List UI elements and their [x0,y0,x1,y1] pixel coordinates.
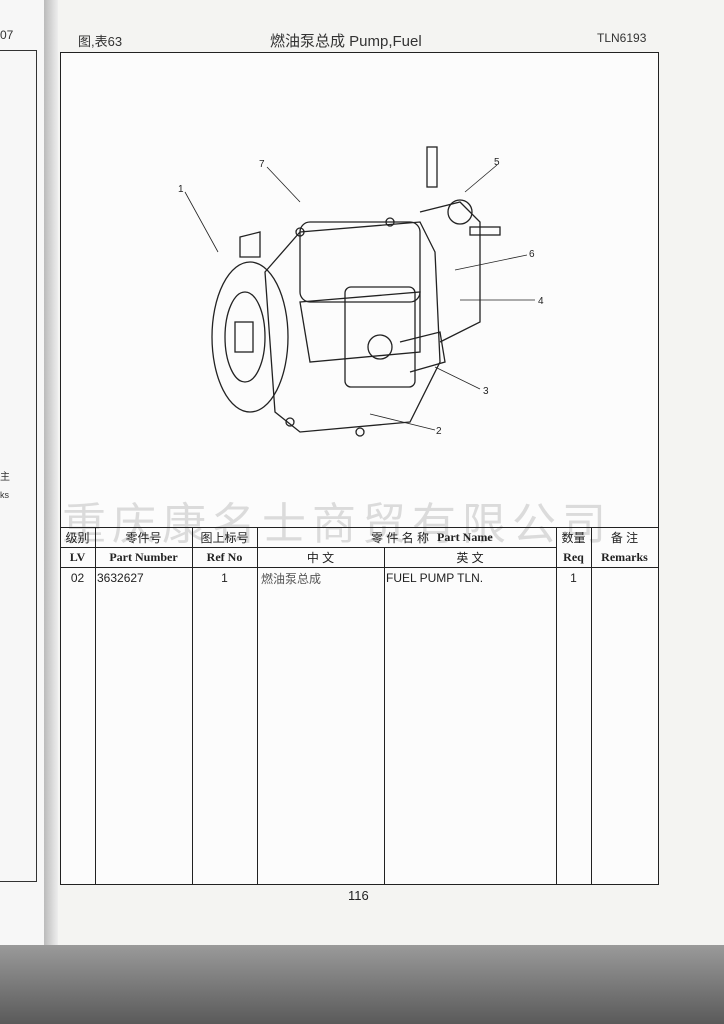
cell-part-number: 3632627 [97,571,144,585]
parts-table: 级别 零件号 图上标号 零 件 名 称 Part Name 数量 备 注 LV … [60,527,658,884]
col-header-part-number-cn: 零件号 [125,530,162,545]
cell-name-en: FUEL PUMP TLN. [386,571,484,585]
page-gutter [44,0,58,945]
cell-remarks [591,569,658,587]
callout-6: 6 [529,249,535,260]
parts-frame [60,52,659,885]
watermark: 重庆康名士商贸有限公司 [62,499,612,550]
figure-ref: 图,表63 [78,34,123,49]
col-header-part-number: Part Number [109,549,178,564]
fuel-pump-illustration: 1 2 3 4 5 6 7 [178,146,544,437]
col-header-ref-no: Ref No [206,549,243,564]
pump-flange [211,261,289,413]
col-header-part-name-en: Part Name [437,529,493,544]
scan-background [0,945,724,1024]
col-header-lv: LV [69,549,86,564]
callout-7: 7 [259,159,265,170]
page-title: 燃油泵总成 Pump,Fuel [270,33,422,50]
callout-2: 2 [436,426,442,437]
page-number: 116 [348,888,369,903]
callout-4: 4 [538,296,544,307]
cell-req: 1 [570,571,577,585]
adjacent-page-frame [0,50,37,882]
cell-name-cn: 燃油泵总成 [261,571,322,586]
col-header-ref-no-cn: 图上标号 [200,530,249,545]
doc-code: TLN6193 [597,31,647,45]
col-header-english: 英 文 [456,550,484,565]
cell-ref-no: 1 [221,571,228,585]
callout-3: 3 [483,386,489,397]
callout-1: 1 [178,184,184,195]
adjacent-page-fragment: 07 [0,28,14,42]
col-header-part-name-cn: 零 件 名 称 [370,530,429,545]
cell-lv: 02 [70,571,85,585]
callout-5: 5 [494,157,500,168]
adjacent-page-fragment: ks [0,490,9,500]
col-header-remarks: Remarks [601,549,648,564]
col-header-req-cn: 数量 [561,530,586,545]
col-header-remarks-cn: 备 注 [610,530,639,545]
adjacent-page-fragment: 主 [0,472,10,483]
col-header-req: Req [563,549,584,564]
col-header-chinese: 中 文 [306,550,335,565]
col-header-lv-cn: 级别 [65,530,90,545]
adjacent-page: 07 主 ks [0,0,45,945]
